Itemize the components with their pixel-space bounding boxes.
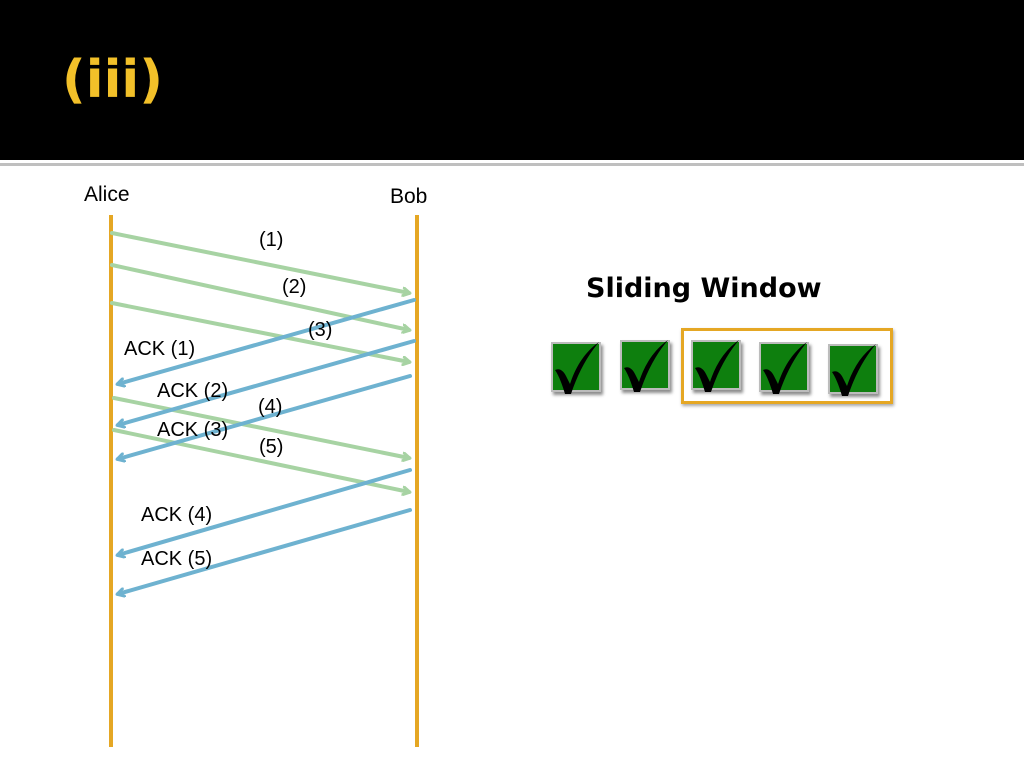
actor-alice: Alice [84, 183, 130, 206]
data-label-2: (2) [282, 276, 306, 298]
data-label-5: (5) [259, 436, 283, 458]
checkmark-icon [763, 342, 807, 394]
checkmark-icon [624, 340, 668, 392]
data-label-4: (4) [258, 396, 282, 418]
ack-label-5: ACK (5) [141, 548, 212, 570]
title-bar [0, 0, 1024, 160]
checkmark-icon [832, 344, 876, 396]
ack-label-2: ACK (2) [157, 380, 228, 402]
ack-arrow-3 [118, 374, 412, 459]
ack-label-3: ACK (3) [157, 419, 228, 441]
data-arrow-5 [112, 428, 409, 492]
ack-arrow-4 [118, 468, 412, 555]
packet-box-2 [620, 340, 670, 392]
packet-box-4 [759, 342, 809, 394]
packet-box-3 [691, 340, 741, 392]
data-arrow-4 [112, 396, 409, 458]
data-arrow-1 [110, 231, 409, 293]
checkmark-icon [555, 342, 599, 394]
ack-label-1: ACK (1) [124, 338, 195, 360]
data-label-1: (1) [259, 229, 283, 251]
actor-bob: Bob [390, 185, 427, 208]
data-arrow-2 [110, 263, 409, 330]
title-divider [0, 163, 1024, 166]
slide-title: (iii) [62, 50, 164, 110]
checkmark-icon [695, 340, 739, 392]
ack-label-4: ACK (4) [141, 504, 212, 526]
ack-arrow-2 [118, 339, 416, 425]
data-arrow-3 [110, 301, 409, 362]
ack-arrow-5 [118, 508, 412, 594]
sliding-window-frame [681, 328, 893, 404]
ack-arrow-1 [118, 298, 416, 384]
packet-box-1 [551, 342, 601, 394]
data-label-3: (3) [308, 319, 332, 341]
packet-box-5 [828, 344, 878, 396]
sliding-window-title: Sliding Window [586, 273, 822, 304]
